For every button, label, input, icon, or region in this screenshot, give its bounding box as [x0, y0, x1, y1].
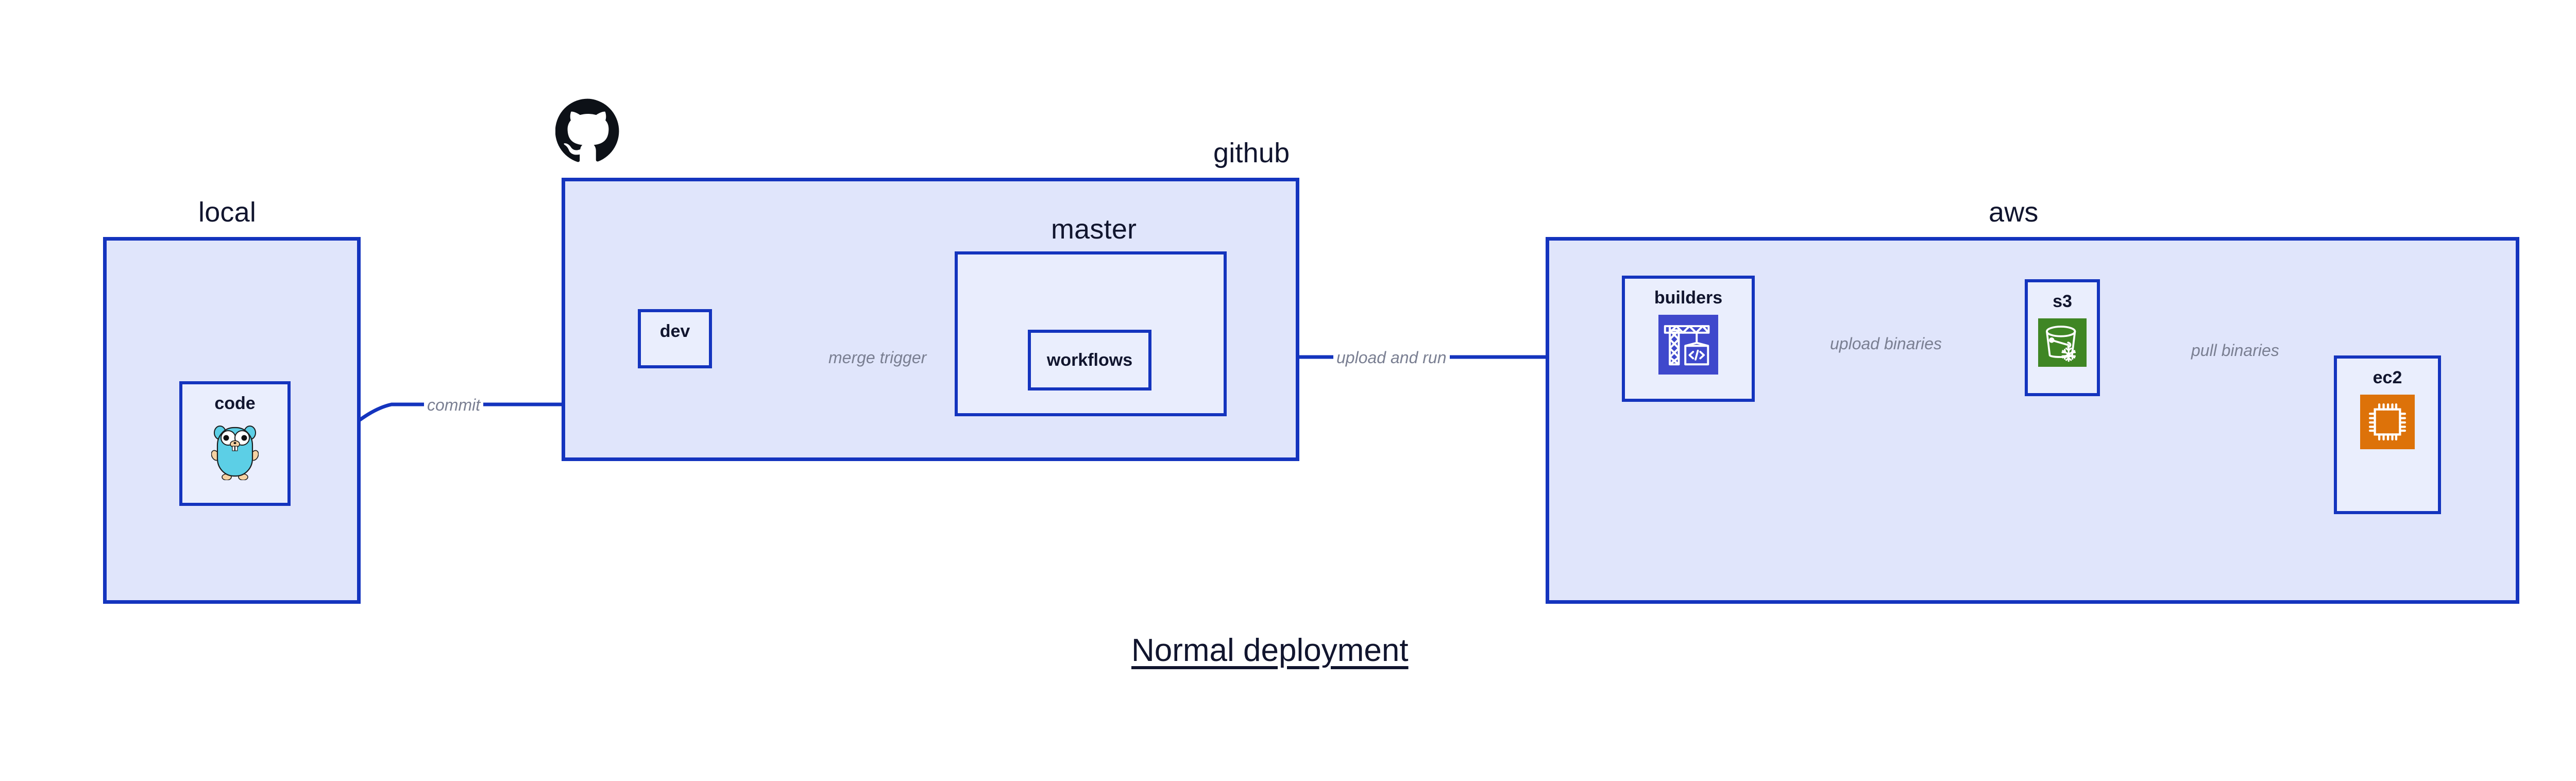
group-local — [103, 237, 361, 604]
node-workflows[interactable]: workflows — [1028, 330, 1151, 390]
aws-codebuild-icon — [1658, 315, 1718, 377]
node-ec2-label: ec2 — [2372, 368, 2402, 387]
node-s3-label: s3 — [2053, 292, 2072, 311]
aws-ec2-icon — [2360, 395, 2415, 452]
group-label-master: master — [1051, 214, 1137, 245]
group-label-github: github — [1213, 138, 1290, 168]
node-builders-label: builders — [1654, 288, 1723, 308]
page-title: Normal deployment — [1131, 633, 1409, 668]
edge-label-upload-binaries: upload binaries — [1827, 335, 1945, 352]
group-label-aws: aws — [1989, 197, 2039, 228]
node-s3[interactable]: s3 — [2025, 279, 2100, 396]
edge-label-pull-binaries: pull binaries — [2188, 342, 2282, 359]
node-dev[interactable]: dev — [638, 309, 712, 368]
node-ec2[interactable]: ec2 — [2334, 355, 2441, 514]
github-octocat-icon — [555, 98, 620, 163]
node-code[interactable]: code — [179, 381, 291, 506]
edge-label-merge-trigger: merge trigger — [825, 349, 930, 366]
node-workflows-label: workflows — [1046, 350, 1133, 370]
node-dev-label: dev — [659, 321, 690, 341]
aws-s3-glacier-icon — [2038, 318, 2087, 369]
edge-label-commit: commit — [424, 397, 484, 413]
group-label-local: local — [198, 197, 257, 228]
node-builders[interactable]: builders — [1622, 276, 1755, 402]
go-gopher-icon — [211, 420, 259, 483]
node-code-label: code — [214, 394, 256, 413]
edge-label-upload-and-run: upload and run — [1333, 349, 1450, 366]
